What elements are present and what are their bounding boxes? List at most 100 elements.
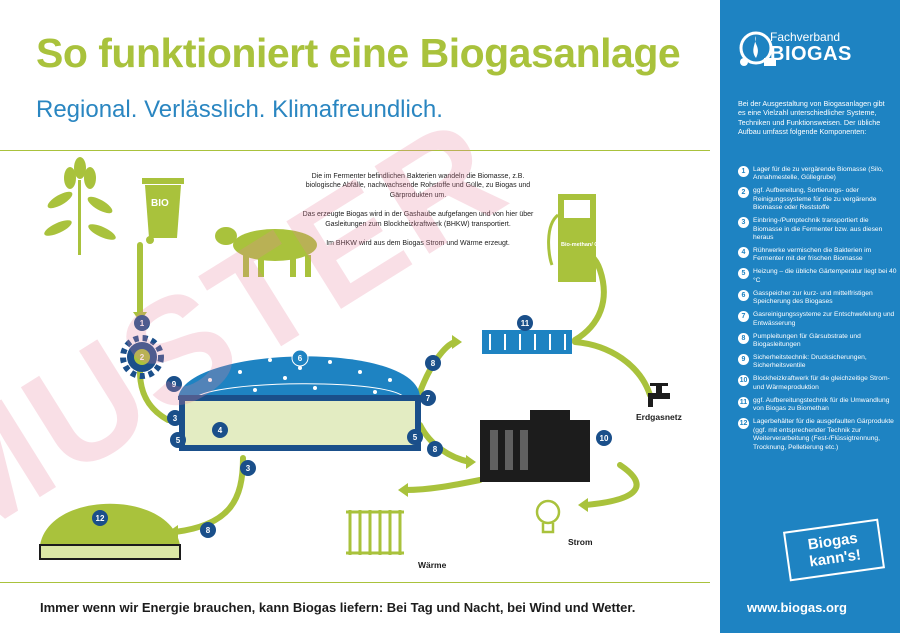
marker-3-bottom: 3 bbox=[240, 460, 256, 476]
list-item: 12 Lagerbehälter für die ausgefaulten Gär… bbox=[738, 418, 898, 452]
svg-text:5: 5 bbox=[413, 433, 418, 442]
svg-text:4: 4 bbox=[218, 426, 223, 435]
list-number: 9 bbox=[738, 354, 749, 366]
svg-text:12: 12 bbox=[96, 514, 105, 523]
digestate-storage-icon bbox=[39, 503, 181, 560]
arrowhead-gas bbox=[452, 335, 462, 349]
marker-2: 2 bbox=[134, 349, 150, 365]
biomethan-label: Bio-methan/ CNG bbox=[561, 242, 607, 248]
svg-text:6: 6 bbox=[298, 354, 303, 363]
marker-4: 4 bbox=[212, 422, 228, 438]
marker-12: 12 bbox=[92, 510, 108, 526]
svg-text:3: 3 bbox=[173, 414, 178, 423]
flow-arrow-to-waerme bbox=[402, 477, 483, 493]
website-link[interactable]: www.biogas.org bbox=[747, 600, 847, 615]
list-number: 12 bbox=[738, 418, 749, 430]
svg-text:7: 7 bbox=[426, 394, 431, 403]
svg-text:8: 8 bbox=[431, 359, 436, 368]
cow-icon bbox=[215, 227, 317, 277]
marker-5-right: 5 bbox=[407, 429, 423, 445]
svg-text:5: 5 bbox=[176, 436, 181, 445]
list-item: 4 Rührwerke vermischen die Bakterien im F… bbox=[738, 247, 898, 264]
list-number: 8 bbox=[738, 332, 749, 344]
strom-label: Strom bbox=[568, 537, 593, 547]
sidebar-intro: Bei der Ausgestaltung von Biogasanlagen … bbox=[738, 99, 885, 137]
footer-tagline: Immer wenn wir Energie brauchen, kann Bi… bbox=[40, 600, 636, 615]
digester-icon bbox=[178, 356, 421, 451]
bio-bin-label: BIO bbox=[151, 198, 169, 209]
intro-paragraph-2: Das erzeugte Biogas wird in der Gashaube… bbox=[302, 211, 534, 228]
list-number: 3 bbox=[738, 217, 749, 229]
biogas-kanns-stamp: Biogas kann's! bbox=[782, 518, 886, 582]
svg-text:1: 1 bbox=[140, 319, 145, 328]
svg-text:9: 9 bbox=[172, 380, 177, 389]
arrowhead-waerme bbox=[398, 483, 408, 497]
svg-text:8: 8 bbox=[206, 526, 211, 535]
flow-arrow-upgrading-to-grid-line bbox=[572, 339, 653, 398]
component-list: 1 Lager für die zu vergärende Biomasse (S… bbox=[738, 166, 898, 457]
arrowhead-chp bbox=[466, 455, 476, 469]
list-number: 4 bbox=[738, 247, 749, 259]
list-text: ggf. Aufbereitungstechnik für die Umwand… bbox=[753, 396, 890, 413]
sidebar-panel: Fachverband BIOGAS Bei der Ausgestaltung… bbox=[720, 0, 900, 633]
list-item: 2 ggf. Aufbereitung, Sortierungs- oder Re… bbox=[738, 187, 898, 212]
list-text: Gasreinigungssysteme zur Entschwefelung … bbox=[753, 311, 895, 327]
list-text: Lager für die zu vergärende Biomasse (Si… bbox=[753, 166, 884, 182]
flow-arrow-gas-to-chp bbox=[417, 422, 473, 465]
marker-5-left: 5 bbox=[170, 432, 186, 448]
list-text: Sicherheitstechnik: Drucksicherungen, Si… bbox=[753, 354, 867, 370]
list-text: Pumpleitungen für Gärsubstrate und Bioga… bbox=[753, 332, 861, 349]
intro-paragraph-1: Die im Fermenter befindlichen Bakterien … bbox=[305, 173, 531, 199]
intro-text: Die im Fermenter befindlichen Bakterien … bbox=[300, 172, 536, 258]
page-title: So funktioniert eine Biogasanlage bbox=[36, 30, 681, 76]
list-item: 9 Sicherheitstechnik: Drucksicherungen, S… bbox=[738, 354, 898, 371]
list-item: 10 Blockheizkraftwerk für die gleichzeiti… bbox=[738, 375, 898, 392]
list-number: 5 bbox=[738, 268, 749, 280]
flow-arrow-to-strom bbox=[582, 462, 640, 508]
marker-11: 11 bbox=[517, 315, 533, 331]
gas-upgrading-icon bbox=[482, 330, 572, 354]
intro-paragraph-3: Im BHKW wird aus dem Biogas Strom und Wä… bbox=[326, 240, 510, 248]
gas-grid-tap-icon bbox=[648, 383, 670, 407]
brand-biogas: BIOGAS bbox=[770, 43, 852, 65]
erdgasnetz-label: Erdgasnetz bbox=[636, 412, 682, 422]
list-text: ggf. Aufbereitung, Sortierungs- oder Rei… bbox=[753, 187, 877, 212]
marker-8-top: 8 bbox=[425, 355, 441, 371]
list-number: 2 bbox=[738, 187, 749, 199]
plant-icon bbox=[44, 157, 116, 255]
chp-engine-icon bbox=[480, 410, 590, 482]
list-number: 7 bbox=[738, 311, 749, 323]
bottom-divider bbox=[0, 582, 710, 583]
list-item: 7 Gasreinigungssysteme zur Entschwefelung… bbox=[738, 311, 898, 328]
list-text: Blockheizkraftwerk für die gleichzeitige… bbox=[753, 375, 890, 391]
bio-bin-icon bbox=[142, 178, 184, 244]
svg-text:10: 10 bbox=[600, 434, 609, 443]
flow-arrow-to-fermenter bbox=[137, 369, 171, 423]
list-number: 6 bbox=[738, 289, 749, 301]
biogas-diagram: BIO Bio-metha bbox=[39, 157, 670, 560]
list-item: 6 Gasspeicher zur kurz- und mittelfristig… bbox=[738, 289, 898, 307]
list-text: Lagerbehälter für die ausgefaulten Gärpr… bbox=[753, 418, 894, 451]
svg-text:8: 8 bbox=[433, 445, 438, 454]
gas-bubbles bbox=[208, 358, 392, 394]
svg-text:2: 2 bbox=[140, 353, 145, 362]
radiator-icon bbox=[346, 510, 404, 555]
list-number: 10 bbox=[738, 375, 749, 387]
list-number: 1 bbox=[738, 166, 749, 177]
fuel-dispenser-icon bbox=[547, 194, 596, 282]
top-divider bbox=[0, 150, 710, 151]
list-text: Gasspeicher zur kurz- und mittelfristige… bbox=[753, 289, 873, 306]
marker-1: 1 bbox=[134, 315, 150, 331]
waerme-label: Wärme bbox=[418, 560, 447, 570]
svg-text:3: 3 bbox=[246, 464, 251, 473]
list-item: 8 Pumpleitungen für Gärsubstrate und Biog… bbox=[738, 332, 898, 350]
marker-7: 7 bbox=[420, 390, 436, 406]
marker-10: 10 bbox=[596, 430, 612, 446]
light-bulb-icon bbox=[535, 499, 561, 534]
list-text: Rührwerke vermischen die Bakterien im Fe… bbox=[753, 247, 872, 263]
marker-8-bottom: 8 bbox=[200, 522, 216, 538]
page-subtitle: Regional. Verlässlich. Klimafreundlich. bbox=[36, 96, 443, 123]
